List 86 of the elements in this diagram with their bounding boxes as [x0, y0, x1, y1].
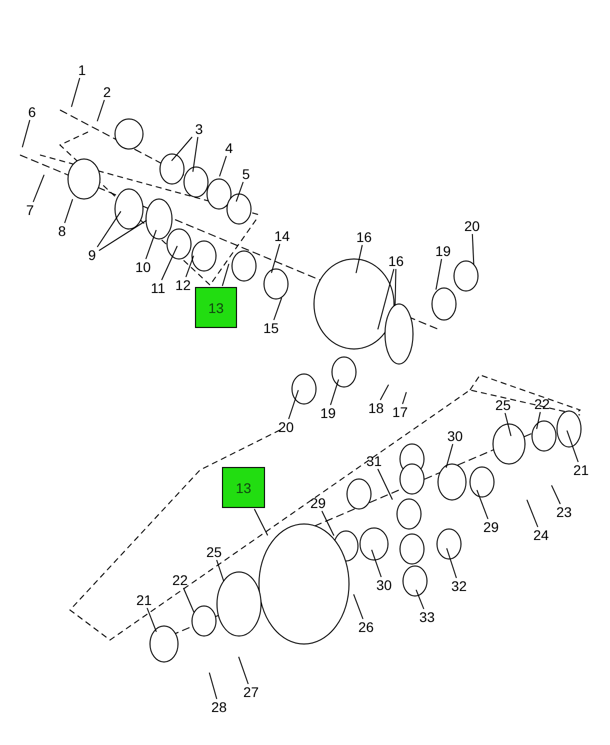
leader-line	[208, 672, 218, 700]
leader-line	[70, 78, 80, 108]
leader-line	[330, 379, 340, 406]
callout-number: 28	[211, 699, 227, 715]
leader-line	[476, 490, 488, 520]
leader-line	[22, 120, 30, 148]
callout-number: 21	[136, 592, 152, 608]
callout-number: 19	[320, 405, 336, 421]
leader-line	[446, 548, 457, 578]
callout-number: 22	[172, 572, 188, 588]
leader-line	[353, 594, 364, 620]
leader-line	[377, 468, 393, 500]
leader-line	[270, 244, 280, 274]
callout-number: 19	[435, 243, 451, 259]
callout-number: 15	[263, 320, 279, 336]
callout-number: 33	[419, 609, 435, 625]
leader-line	[380, 384, 390, 400]
callout-number: 23	[556, 504, 572, 520]
leader-line	[504, 412, 512, 436]
callout-number: 5	[242, 166, 250, 182]
callout-number: 14	[274, 228, 290, 244]
leader-line	[216, 560, 224, 582]
leader-line	[416, 589, 424, 610]
callout-number: 4	[225, 140, 233, 156]
callout-number: 26	[358, 619, 374, 635]
callout-number: 9	[88, 247, 96, 263]
callout-number: 25	[206, 544, 222, 560]
leader-line	[435, 258, 442, 290]
callout-number: 17	[392, 404, 408, 420]
callout-number: 29	[310, 495, 326, 511]
callout-number: 20	[464, 218, 480, 234]
leader-line	[321, 510, 334, 536]
leader-line	[171, 136, 193, 162]
leader-line	[98, 220, 148, 252]
leader-line	[192, 136, 198, 172]
leader-line	[182, 588, 195, 614]
callout-number: 32	[451, 578, 467, 594]
leader-line	[222, 263, 230, 286]
callout-number: 18	[368, 400, 384, 416]
callout-number: 7	[26, 202, 34, 218]
callout-number: 31	[366, 453, 382, 469]
callout-number: 10	[135, 259, 151, 275]
leader-line	[472, 234, 474, 266]
leader-line	[145, 230, 157, 260]
callout-number: 24	[533, 527, 549, 543]
leader-line	[566, 430, 579, 462]
callout-number: 3	[195, 121, 203, 137]
callout-number: 20	[278, 419, 294, 435]
leader-line	[288, 390, 299, 420]
callout-number: 16	[388, 253, 404, 269]
callout-number: 30	[447, 428, 463, 444]
leader-line	[219, 156, 227, 177]
callout-number: 22	[534, 396, 550, 412]
callout-number: 16	[356, 229, 372, 245]
leader-line	[394, 268, 396, 306]
callout-box: 13	[222, 467, 265, 508]
callout-number: 6	[28, 104, 36, 120]
leader-line	[32, 174, 45, 202]
callout-number: 8	[58, 223, 66, 239]
leader-line	[254, 508, 268, 536]
leader-line	[96, 210, 122, 248]
leader-line	[446, 444, 454, 468]
callout-number: 25	[495, 397, 511, 413]
leader-line	[551, 484, 561, 504]
leader-line	[96, 100, 105, 122]
callout-number: 30	[376, 577, 392, 593]
callout-number: 1	[78, 62, 86, 78]
leader-line	[273, 297, 282, 320]
callout-number: 2	[103, 84, 111, 100]
callout-number: 21	[573, 462, 589, 478]
callout-number: 29	[483, 519, 499, 535]
leader-line	[526, 499, 538, 528]
callout-box: 13	[195, 287, 237, 328]
leader-line	[146, 608, 157, 632]
leader-line	[64, 198, 74, 224]
leader-line	[161, 246, 178, 280]
leader-line	[185, 255, 194, 278]
leader-line	[536, 412, 541, 430]
leader-line	[371, 549, 382, 578]
callout-number: 11	[150, 280, 166, 296]
leader-line	[236, 182, 244, 202]
leader-line	[377, 268, 394, 330]
callout-number: 12	[175, 277, 191, 293]
callout-number: 27	[243, 684, 259, 700]
leader-line	[402, 392, 407, 404]
leader-line	[238, 656, 249, 684]
